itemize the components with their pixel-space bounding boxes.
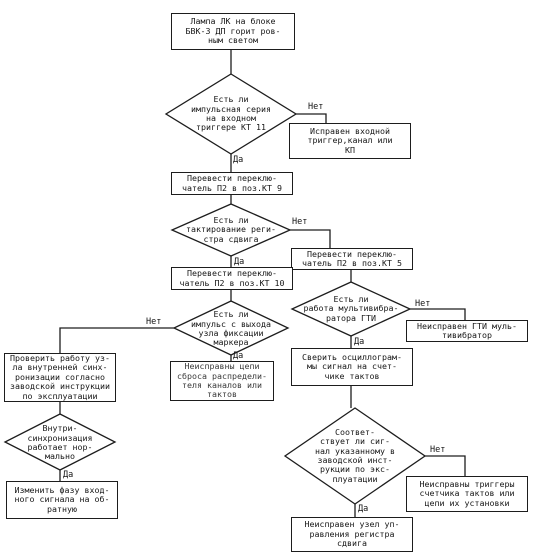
- edge-d6-n10: [425, 455, 466, 476]
- decision-pulse-series-input-trigger: Есть ли импульсная серия на входном триг…: [191, 94, 271, 133]
- switch-p2-kt9-box: Перевести переклю- чатель П2 в поз.КТ 9: [171, 172, 293, 195]
- label-yes-d1: Да: [233, 155, 244, 165]
- decision-signal-matches-manual: Соответ- ствует ли сиг- нал указанному в…: [315, 426, 395, 484]
- edge-d2-n4: [290, 229, 331, 248]
- label-no-d4: Нет: [415, 299, 431, 309]
- start-box: Лампа ЛК на блоке БВК-3 ДП горит ров- ны…: [171, 13, 295, 50]
- label-no-d3: Нет: [146, 317, 162, 327]
- shift-register-control-fault-box: Неисправен узел уп- равления регистра сд…: [291, 517, 413, 552]
- invert-input-phase-box: Изменить фазу вход- ного сигнала на об- …: [6, 481, 118, 519]
- decision-marker-fixation-pulse: Есть ли импульс с выхода узла фиксации м…: [191, 309, 271, 348]
- switch-p2-kt10-box: Перевести переклю- чатель П2 в поз.КТ 10: [171, 267, 293, 290]
- input-trigger-ok-box: Исправен входной триггер,канал или КП: [289, 123, 411, 159]
- label-yes-d4: Да: [354, 337, 365, 347]
- label-no-d6: Нет: [430, 445, 446, 455]
- reset-circuit-fault-box: Неисправны цепи сброса распредели- теля …: [170, 361, 274, 401]
- edge-d3-n7: [59, 327, 174, 353]
- verify-oscillogram-box: Сверить осциллограм- мы сигнал на счет- …: [291, 348, 413, 386]
- label-yes-d2: Да: [234, 257, 245, 267]
- check-internal-sync-box: Проверить работу уз- ла внутренней синх-…: [4, 353, 116, 402]
- decision-internal-sync-normal: Внутри- синхронизация работает нор- маль…: [27, 423, 93, 462]
- edge-d1-n2: [296, 113, 327, 123]
- switch-p2-kt5-box: Перевести переклю- чатель П2 в поз.КТ 5: [291, 248, 413, 270]
- label-yes-d3: Да: [233, 351, 244, 361]
- edge-d4-n6: [410, 308, 466, 320]
- label-yes-d6: Да: [358, 504, 369, 514]
- label-yes-d5: Да: [63, 470, 74, 480]
- multivibrator-fault-box: Неисправен ГТИ муль- тивибратор: [406, 320, 528, 342]
- counter-trigger-fault-box: Неисправны триггеры счетчика тактов или …: [406, 476, 528, 512]
- decision-shift-register-clocking: Есть ли тактирование реги- стра сдвига: [186, 214, 276, 244]
- label-no-d2: Нет: [292, 217, 308, 227]
- label-no-d1: Нет: [308, 102, 324, 112]
- decision-clock-multivibrator-running: Есть ли работа мультивибра- ратора ГТИ: [303, 293, 399, 323]
